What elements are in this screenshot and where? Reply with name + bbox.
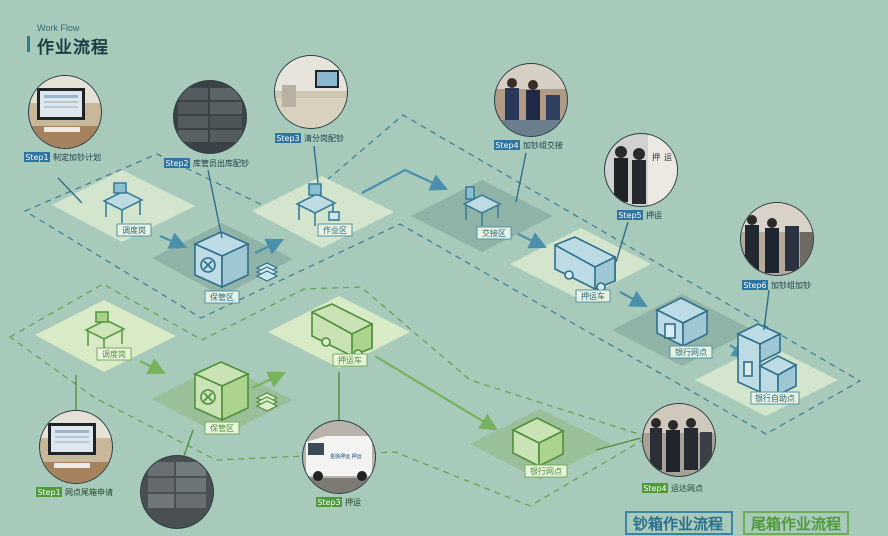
photo-atm-team bbox=[740, 202, 814, 276]
step-num: Step1 bbox=[37, 488, 60, 497]
header-accent-bar bbox=[27, 36, 30, 52]
green-van-icon bbox=[311, 303, 373, 359]
step-text: 加钞组加钞 bbox=[771, 280, 811, 290]
green-photo-connectors bbox=[75, 372, 642, 457]
handover-desk-icon bbox=[462, 186, 502, 226]
photo-computer-desk bbox=[28, 75, 102, 149]
guard-sign-char: 运 bbox=[664, 153, 672, 162]
step-num: Step1 bbox=[25, 153, 48, 162]
step-badge: Step1 网点尾箱申请 bbox=[36, 487, 113, 497]
desk-icon bbox=[102, 182, 144, 223]
blue-photo-connectors bbox=[57, 145, 770, 331]
photo-sorting-office bbox=[274, 55, 348, 129]
header-subtitle: Work Flow bbox=[37, 23, 80, 33]
step-badge: Step3 清分岗配钞 bbox=[275, 133, 344, 143]
green-flow-boundary bbox=[8, 283, 650, 507]
photo-handover-team bbox=[494, 63, 568, 137]
legend-cash-box-flow: 钞箱作业流程 bbox=[625, 511, 733, 535]
step-badge: Step2 库管员出库配钞 bbox=[164, 158, 249, 168]
desk-computer-icon bbox=[295, 183, 340, 226]
photo-escort-van: 金融押运 押运 bbox=[302, 420, 376, 494]
page-title: 作业流程 bbox=[37, 38, 109, 58]
photo-branch-delivery bbox=[642, 403, 716, 477]
blue-zone-labels: 调度岗 保管区 作业区 交接区 押运车 银行网点 银行自助点 bbox=[116, 223, 800, 405]
photo-tail-boxes bbox=[140, 455, 214, 529]
step-badge: Step1 制定加钞计划 bbox=[24, 152, 101, 162]
atm-building-icon bbox=[736, 323, 798, 397]
blue-label-work: 作业区 bbox=[323, 225, 347, 235]
step-labels-blue: Step1 制定加钞计划 Step2 库管员出库配钞 Step3 清分岗配钞 S… bbox=[24, 133, 811, 290]
step-text: 制定加钞计划 bbox=[53, 152, 101, 162]
step-num: Step3 bbox=[317, 498, 340, 507]
photo-escort-guards: 押 运 bbox=[604, 133, 678, 207]
step-text: 押运 bbox=[345, 497, 361, 507]
step-badge: Step4 运达网点 bbox=[642, 483, 703, 493]
photo-vault-boxes bbox=[173, 80, 247, 154]
green-zone-labels: 调度岗 保管区 押运车 银行网点 bbox=[96, 347, 568, 478]
step-text: 清分岗配钞 bbox=[304, 133, 344, 143]
cash-stack-icon bbox=[255, 262, 279, 282]
step-labels-green: Step1 网点尾箱申请 Step3 押运 Step4 运达网点 bbox=[36, 483, 703, 507]
step-num: Step4 bbox=[643, 484, 666, 493]
blue-label-branch: 银行网点 bbox=[675, 347, 707, 357]
step-badge: Step6 加钞组加钞 bbox=[742, 280, 811, 290]
legend-tail-box-flow: 尾箱作业流程 bbox=[743, 511, 849, 535]
step-num: Step3 bbox=[276, 134, 299, 143]
step-badge: Step4 加钞组交接 bbox=[494, 140, 563, 150]
guard-sign-char: 押 bbox=[652, 152, 660, 162]
green-cash-stack-icon bbox=[255, 392, 279, 412]
blue-label-escort: 押运车 bbox=[581, 291, 605, 301]
step-text: 库管员出库配钞 bbox=[193, 158, 249, 168]
step-text: 加钞组交接 bbox=[523, 140, 563, 150]
van-icon bbox=[554, 236, 616, 292]
blue-label-dispatch: 调度岗 bbox=[122, 225, 146, 235]
blue-flow-boundary bbox=[23, 114, 862, 435]
step-badge: Step5 押运 bbox=[617, 210, 662, 220]
photo-branch-request-computer bbox=[39, 410, 113, 484]
step-text: 运达网点 bbox=[671, 483, 703, 493]
blue-zone-work bbox=[252, 176, 394, 248]
green-label-vault: 保管区 bbox=[210, 423, 234, 433]
step-badge: Step3 押运 bbox=[316, 497, 361, 507]
step-num: Step6 bbox=[743, 281, 766, 290]
green-desk-icon bbox=[84, 311, 126, 352]
green-label-escort: 押运车 bbox=[338, 355, 362, 365]
bank-branch-icon bbox=[655, 297, 709, 348]
van-text: 金融押运 押运 bbox=[330, 453, 362, 460]
safe-box-icon bbox=[193, 231, 250, 289]
green-safe-box-icon bbox=[193, 361, 250, 422]
green-label-branch: 银行网点 bbox=[530, 466, 562, 476]
step-num: Step5 bbox=[618, 211, 641, 220]
blue-label-atm: 银行自助点 bbox=[755, 393, 795, 403]
green-flow-arrows bbox=[139, 355, 498, 431]
step-num: Step4 bbox=[495, 141, 518, 150]
step-text: 网点尾箱申请 bbox=[65, 487, 113, 497]
green-label-dispatch: 调度岗 bbox=[102, 349, 126, 359]
blue-label-handover: 交接区 bbox=[482, 228, 506, 238]
step-text: 押运 bbox=[646, 210, 662, 220]
blue-flow-arrows bbox=[159, 168, 750, 359]
step-num: Step2 bbox=[165, 159, 188, 168]
blue-label-vault: 保管区 bbox=[210, 292, 234, 302]
